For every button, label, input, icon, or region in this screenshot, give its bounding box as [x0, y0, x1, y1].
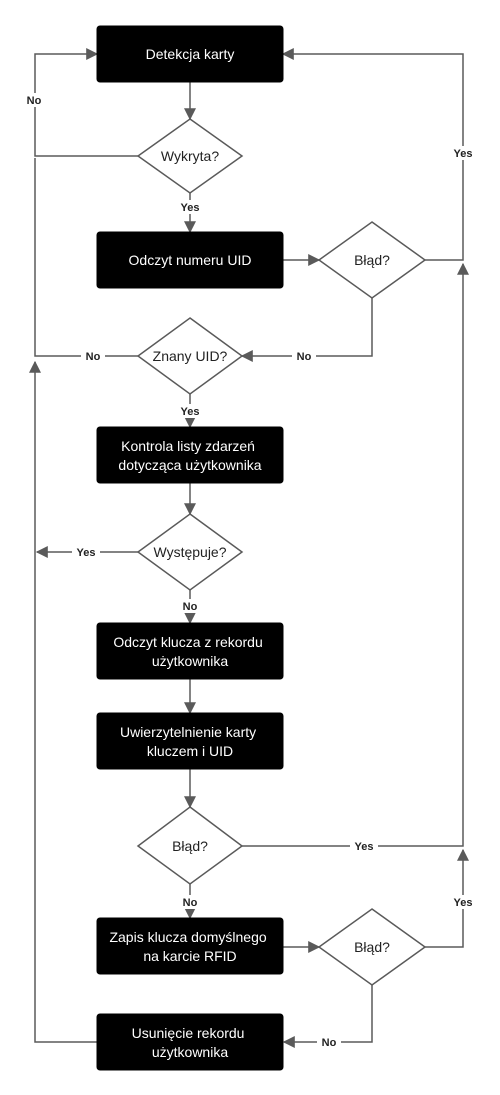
edge-error3-yes — [425, 848, 469, 948]
edge-labels: No Yes Yes No No Yes Yes No Yes No Yes N… — [22, 93, 477, 1049]
label-occurs-no: No — [183, 601, 198, 613]
svg-text:Zapis klucza domyślnego: Zapis klucza domyślnego na karcie RFID — [109, 929, 270, 964]
process-detect-card: Detekcja karty — [96, 25, 284, 83]
process-read-key-line2: użytkownika — [152, 653, 228, 669]
label-error3-yes: Yes — [454, 897, 473, 909]
process-write-default-key-line2: na karcie RFID — [143, 948, 236, 964]
decision-occurs: Występuje? — [136, 513, 244, 591]
edge-error2-yes — [242, 262, 469, 847]
process-authenticate-line2: kluczem i UID — [147, 743, 233, 759]
process-authenticate: Uwierzytelnienie karty kluczem i UID — [96, 712, 284, 770]
process-detect-card-line1: Detekcja karty — [146, 46, 235, 62]
svg-text:Uwierzytelnienie karty k: Uwierzytelnienie karty kluczem i UID — [120, 724, 260, 759]
svg-text:Odczyt klucza z rekordu: Odczyt klucza z rekordu użytkownika — [113, 634, 266, 669]
process-read-uid: Odczyt numeru UID — [96, 231, 284, 289]
decision-error3: Błąd? — [317, 908, 427, 986]
decision-error2-label: Błąd? — [172, 838, 208, 854]
label-known-no: No — [86, 351, 101, 363]
process-write-default-key: Zapis klucza domyślnego na karcie RFID — [96, 917, 284, 975]
label-occurs-yes: Yes — [77, 547, 96, 559]
decision-error2: Błąd? — [136, 806, 244, 885]
label-error1-yes: Yes — [454, 148, 473, 160]
process-check-events-line1: Kontrola listy zdarzeń — [121, 438, 255, 454]
decision-known-uid: Znany UID? — [136, 317, 244, 395]
process-authenticate-line1: Uwierzytelnienie karty — [120, 724, 256, 740]
process-read-uid-line1: Odczyt numeru UID — [129, 252, 252, 268]
decision-error1: Błąd? — [317, 221, 427, 299]
label-error2-no: No — [183, 897, 198, 909]
process-read-key: Odczyt klucza z rekordu użytkownika — [96, 622, 284, 680]
process-delete-record: Usunięcie rekordu użytkownika — [96, 1013, 284, 1071]
label-error2-yes: Yes — [355, 841, 374, 853]
decision-detected: Wykryta? — [136, 118, 244, 194]
process-write-default-key-line1: Zapis klucza domyślnego — [109, 929, 266, 945]
decision-known-uid-label: Znany UID? — [153, 348, 228, 364]
svg-text:Odczyt numeru UID: Odczyt numeru UID — [129, 252, 252, 268]
label-error3-no: No — [322, 1037, 337, 1049]
process-check-events: Kontrola listy zdarzeń dotycząca użytkow… — [96, 426, 284, 484]
label-detected-no: No — [27, 95, 42, 107]
decision-error3-label: Błąd? — [354, 939, 390, 955]
edge-error3-no — [282, 985, 373, 1048]
process-delete-record-line2: użytkownika — [152, 1044, 228, 1060]
process-check-events-line2: dotycząca użytkownika — [118, 457, 261, 473]
svg-text:Detekcja karty: Detekcja karty — [146, 46, 235, 62]
svg-text:Kontrola listy zdarzeń d: Kontrola listy zdarzeń dotycząca użytkow… — [118, 438, 261, 473]
label-known-yes: Yes — [181, 406, 200, 418]
decision-detected-label: Wykryta? — [161, 148, 219, 164]
process-read-key-line1: Odczyt klucza z rekordu — [113, 634, 262, 650]
decision-error1-label: Błąd? — [354, 252, 390, 268]
label-error1-no: No — [297, 351, 312, 363]
process-delete-record-line1: Usunięcie rekordu — [132, 1025, 245, 1041]
svg-text:Usunięcie rekordu użytko: Usunięcie rekordu użytkownika — [132, 1025, 249, 1060]
edge-delete-to-left — [29, 360, 97, 1043]
decision-occurs-label: Występuje? — [153, 544, 226, 560]
edge-error1-no — [240, 298, 373, 362]
label-detected-yes: Yes — [181, 202, 200, 214]
